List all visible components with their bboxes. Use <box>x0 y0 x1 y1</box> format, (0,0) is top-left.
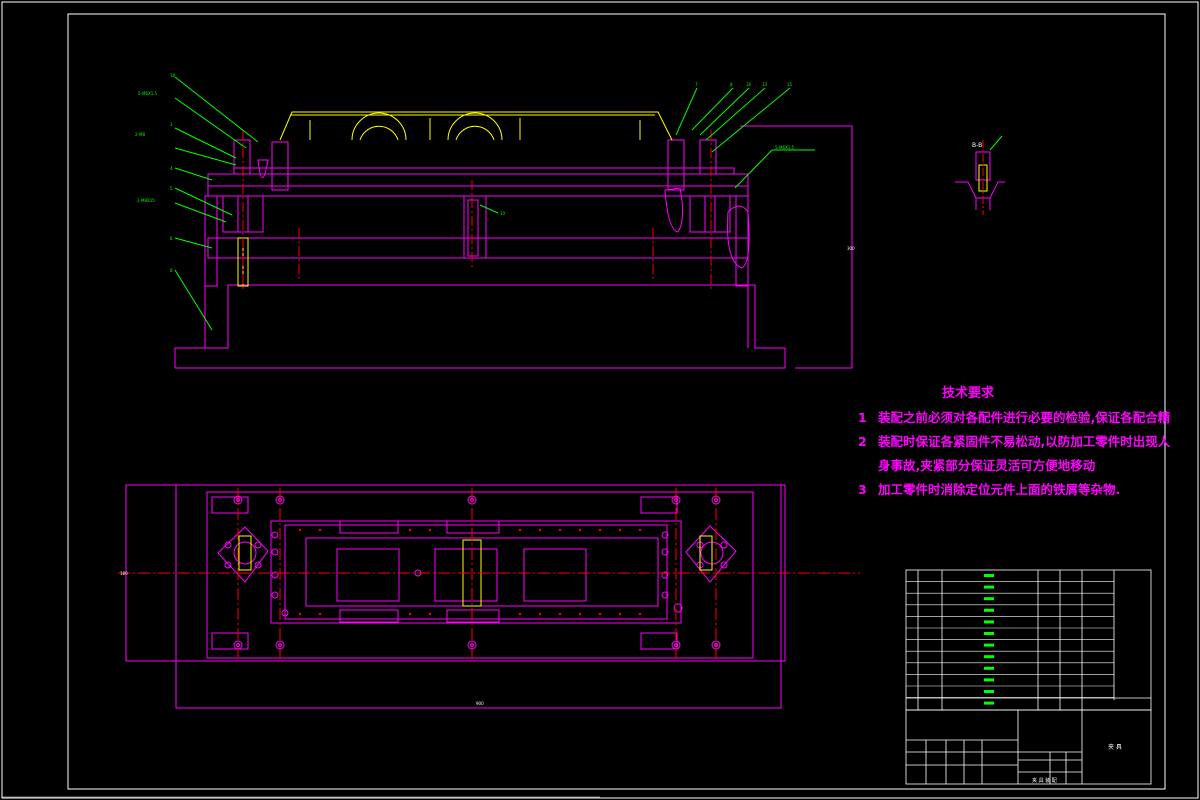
svg-text:2-M8: 2-M8 <box>135 132 145 137</box>
section-b-b: B-B <box>955 135 1005 215</box>
parts-row-mark <box>984 574 994 577</box>
parts-row-mark <box>984 690 994 693</box>
company-label: 夹 具 装 配 <box>1032 777 1057 784</box>
svg-text:5-M6X1.5: 5-M6X1.5 <box>138 91 158 96</box>
svg-text:10: 10 <box>500 211 506 216</box>
svg-text:5-M6X1.5: 5-M6X1.5 <box>775 145 795 150</box>
top-view: 900 180 <box>118 484 860 709</box>
drawing-name: 夹 具 <box>1108 743 1122 751</box>
parts-row-mark <box>984 620 994 624</box>
svg-text:7: 7 <box>695 82 698 87</box>
svg-text:900: 900 <box>476 701 484 706</box>
front-view: 18 5-M6X1.5 3 2-M8 4 5 2-M8X15 6 8 10 7 … <box>135 73 855 369</box>
svg-text:3: 3 <box>170 122 173 127</box>
svg-text:16: 16 <box>746 82 752 87</box>
parts-row-mark <box>984 655 994 659</box>
parts-row-mark <box>984 632 994 635</box>
svg-text:6: 6 <box>170 236 173 241</box>
parts-row-mark <box>984 701 994 705</box>
svg-text:4: 4 <box>170 166 173 171</box>
svg-text:13: 13 <box>762 82 768 87</box>
svg-text:300: 300 <box>847 246 855 251</box>
svg-text:8: 8 <box>730 82 733 87</box>
svg-text:180: 180 <box>120 571 128 576</box>
svg-text:5: 5 <box>170 186 173 191</box>
parts-row-mark <box>984 597 994 601</box>
inner-border <box>67 13 1166 790</box>
parts-row-mark <box>984 666 994 670</box>
parts-row-mark <box>984 585 994 589</box>
title-block <box>905 569 1152 785</box>
note-item-2-continuation: 身事故,夹紧部分保证灵活可方便地移动 <box>878 458 1096 473</box>
svg-text:15: 15 <box>787 82 793 87</box>
notes-title: 技术要求 <box>941 386 994 401</box>
parts-row-mark <box>984 678 994 682</box>
section-label: B-B <box>972 142 982 149</box>
svg-text:2-M8X15: 2-M8X15 <box>137 198 155 203</box>
parts-row-mark <box>984 608 994 612</box>
parts-row-mark <box>984 643 994 647</box>
svg-text:18: 18 <box>170 73 176 78</box>
svg-text:8: 8 <box>170 268 173 273</box>
